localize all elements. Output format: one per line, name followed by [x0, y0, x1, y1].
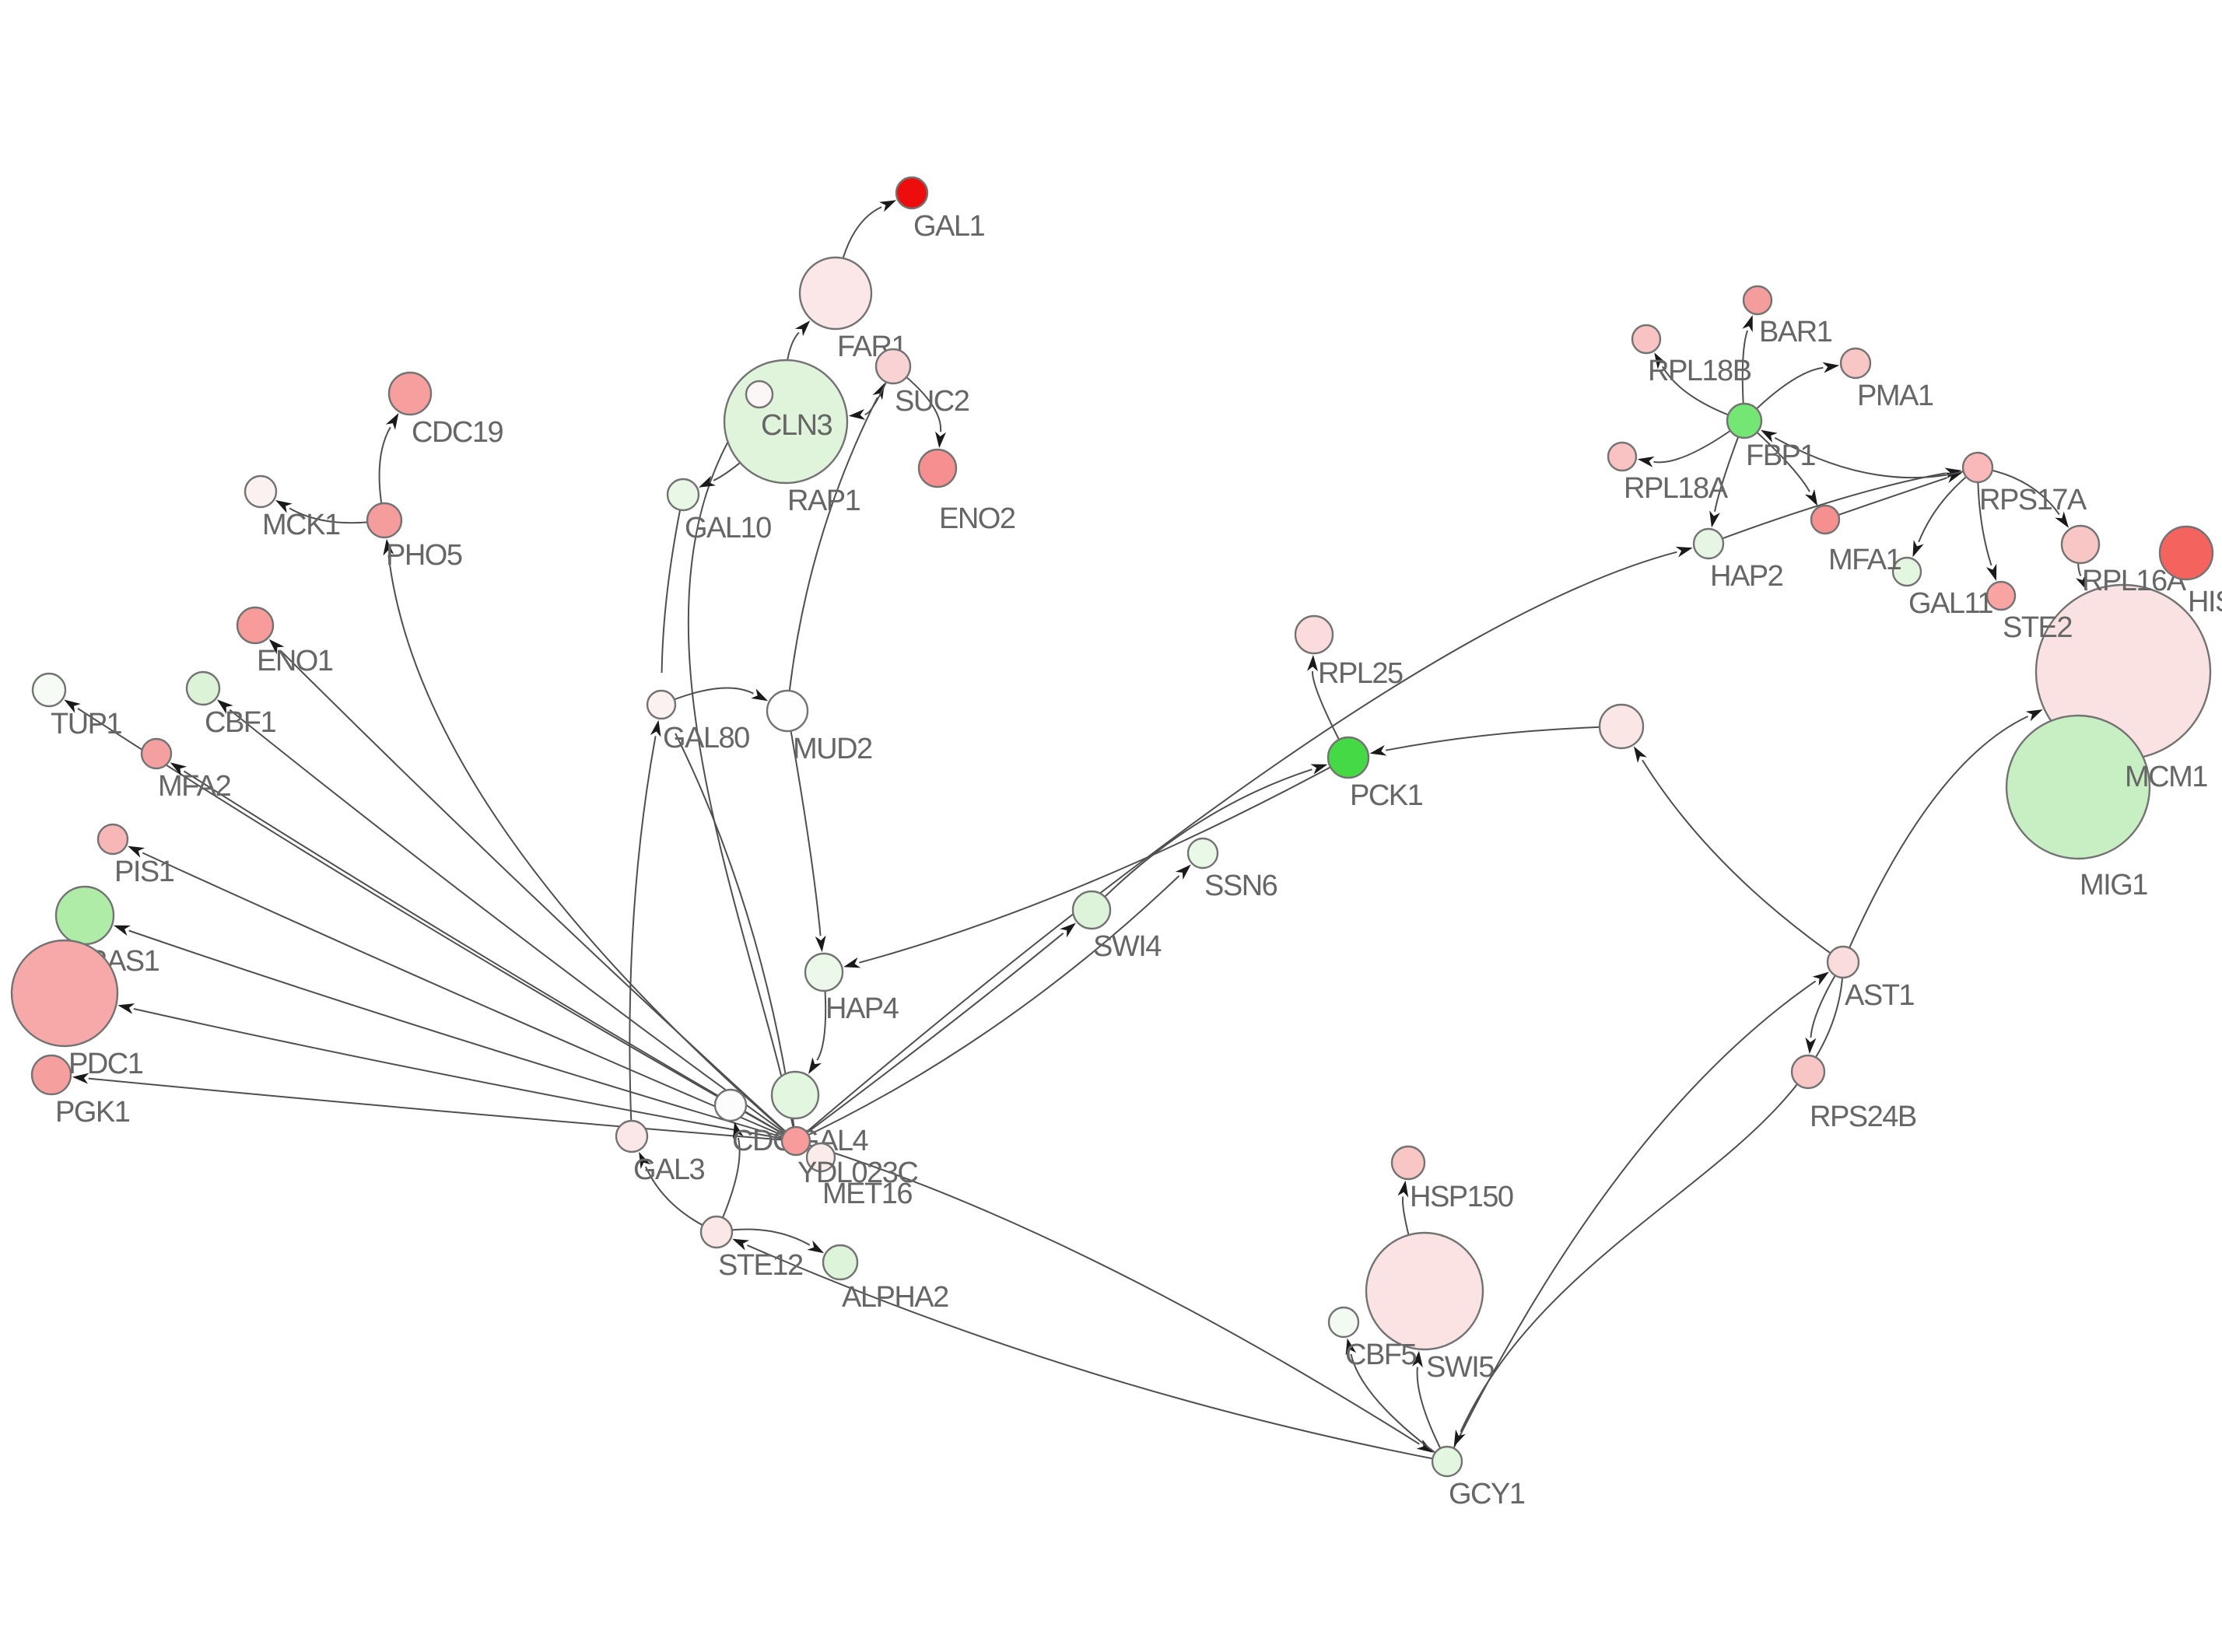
svg-text:GAL3: GAL3	[633, 1153, 705, 1186]
svg-text:RPL18B: RPL18B	[1648, 355, 1751, 387]
svg-text:CLN3: CLN3	[761, 409, 832, 442]
svg-text:FBP1: FBP1	[1746, 439, 1815, 472]
svg-text:SWI4: SWI4	[1093, 930, 1162, 963]
svg-text:CDC19: CDC19	[412, 416, 503, 449]
svg-text:CBF1: CBF1	[205, 706, 276, 739]
svg-text:MFA2: MFA2	[158, 770, 231, 803]
svg-text:GAL11: GAL11	[1908, 587, 1992, 620]
svg-text:AST1: AST1	[1845, 979, 1914, 1012]
svg-text:HAP2: HAP2	[1710, 560, 1783, 593]
svg-text:PIS1: PIS1	[114, 856, 174, 888]
svg-text:PDC1: PDC1	[68, 1048, 143, 1080]
svg-text:ALPHA2: ALPHA2	[842, 1281, 948, 1314]
svg-text:RPS17A: RPS17A	[1979, 484, 2087, 516]
svg-text:ENO1: ENO1	[257, 645, 333, 677]
svg-text:GAL10: GAL10	[685, 512, 771, 544]
svg-text:ENO2: ENO2	[939, 502, 1015, 535]
svg-text:SSN6: SSN6	[1204, 870, 1277, 902]
svg-text:TUP1: TUP1	[51, 708, 122, 740]
svg-text:PMA1: PMA1	[1857, 380, 1933, 412]
svg-text:YDL023C: YDL023C	[797, 1157, 917, 1189]
svg-text:MFA1: MFA1	[1828, 544, 1901, 576]
svg-text:PGK1: PGK1	[55, 1096, 130, 1129]
svg-text:SUC2: SUC2	[895, 385, 969, 418]
svg-text:RPL25: RPL25	[1318, 657, 1403, 690]
svg-text:HSP150: HSP150	[1410, 1181, 1513, 1213]
svg-text:SWI5: SWI5	[1426, 1351, 1494, 1384]
svg-text:BAR1: BAR1	[1759, 316, 1832, 348]
svg-text:PHO5: PHO5	[386, 539, 462, 572]
svg-text:STE2: STE2	[2003, 611, 2072, 644]
svg-text:STE12: STE12	[718, 1249, 803, 1282]
svg-text:RAP1: RAP1	[787, 485, 860, 517]
svg-text:GCY1: GCY1	[1449, 1478, 1525, 1510]
svg-text:GAL80: GAL80	[663, 722, 749, 754]
svg-text:MCK1: MCK1	[262, 509, 340, 541]
svg-text:GAL1: GAL1	[913, 210, 985, 243]
svg-text:RPS24B: RPS24B	[1810, 1101, 1916, 1133]
svg-text:PCK1: PCK1	[1350, 779, 1423, 812]
svg-text:HAP4: HAP4	[825, 992, 899, 1025]
svg-text:RPL18A: RPL18A	[1624, 472, 1729, 505]
svg-text:CBF5: CBF5	[1345, 1339, 1417, 1371]
svg-text:MUD2: MUD2	[793, 733, 872, 765]
svg-text:MET16: MET16	[822, 1178, 912, 1210]
svg-text:MCM1: MCM1	[2125, 761, 2207, 793]
svg-text:HIS4: HIS4	[2188, 586, 2222, 618]
svg-text:MIG1: MIG1	[2080, 869, 2147, 901]
